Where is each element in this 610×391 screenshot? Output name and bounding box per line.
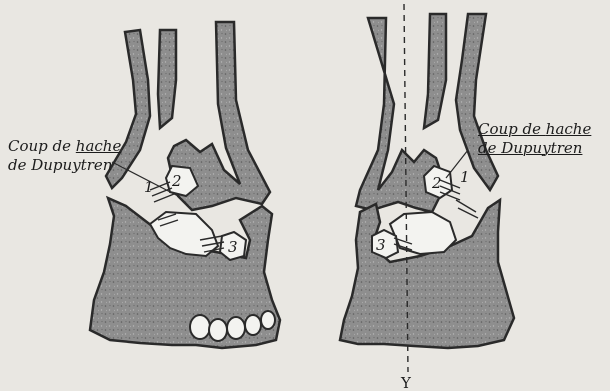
left-caption-line1b: hache [76, 137, 122, 155]
right-fibula [456, 14, 498, 190]
right-label-3: 3 [376, 236, 386, 254]
right-ankle-section: 2 1 3 [340, 14, 514, 348]
right-label-1: 1 [460, 168, 470, 186]
left-label-1: 1 [144, 178, 154, 196]
left-tibia-inner-cortex [158, 30, 176, 128]
left-label-2: 2 [171, 172, 182, 190]
left-caption-line2: de Dupuytren [8, 156, 121, 175]
right-tibia-inner-cortex [424, 14, 446, 128]
right-joint-cavity [390, 212, 456, 254]
right-caption-line1b: hache [546, 120, 592, 138]
right-caption: Coup de hache de Dupuytren [478, 120, 591, 158]
left-caption: Coup de hache de Dupuytren [8, 137, 121, 175]
right-label-2: 2 [431, 174, 442, 192]
left-ankle-section: 1 2 3 [90, 22, 280, 348]
right-caption-line1a: Coup de [478, 120, 546, 138]
axis-label: Y [400, 374, 412, 391]
left-caption-line1a: Coup de [8, 137, 76, 155]
left-label-3: 3 [228, 238, 238, 256]
right-caption-line2: de Dupuytren [478, 139, 591, 158]
